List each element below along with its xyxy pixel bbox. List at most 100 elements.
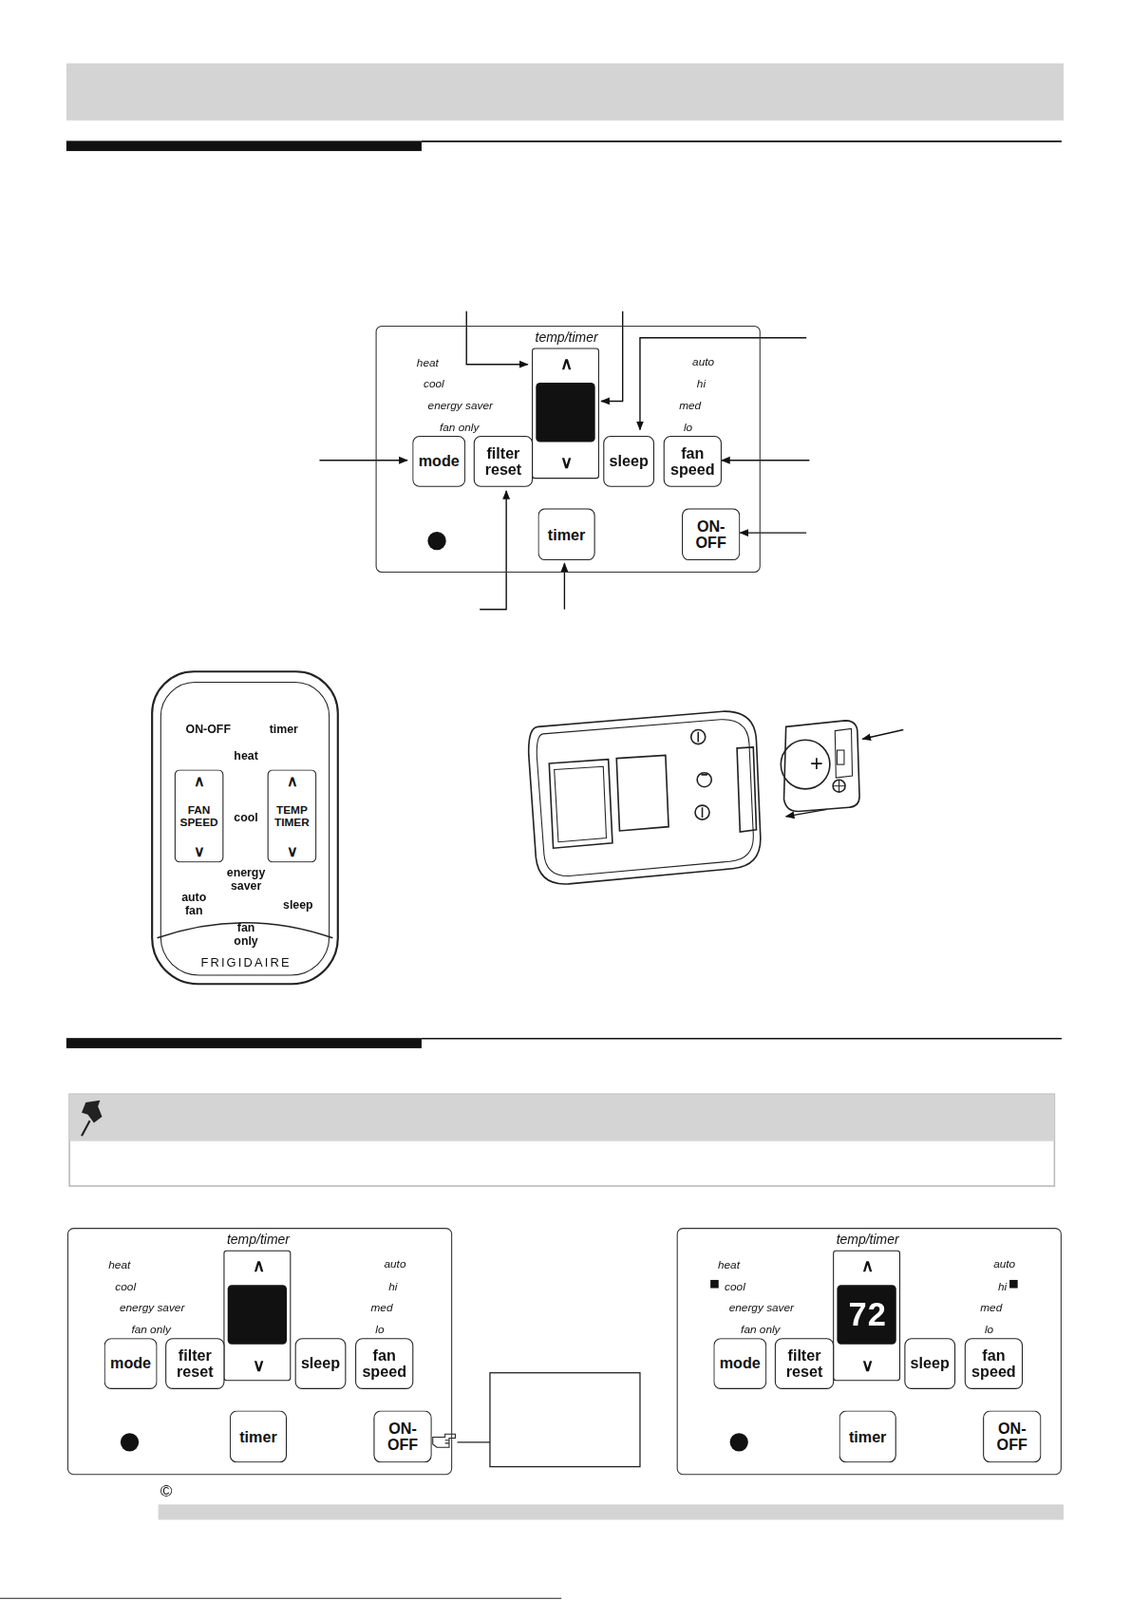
mode-indicator: [710, 1280, 719, 1289]
indicator-label: cool: [114, 1280, 136, 1293]
indicator-label: hi: [697, 377, 706, 391]
remote-control: ON-OFF timer heat cool energy saverauto fan s…: [150, 670, 340, 985]
mode-button: mode: [713, 1338, 767, 1390]
indicator-label: med: [371, 1300, 394, 1314]
button-label: mode: [110, 1356, 151, 1373]
timer-button: timer: [537, 508, 595, 561]
indicator-label: energy saver: [119, 1300, 185, 1314]
indicator-label: med: [678, 398, 701, 412]
button-label: timer: [547, 526, 585, 543]
button-label: filter reset: [474, 445, 532, 478]
header-bar: [66, 63, 1064, 121]
indicator-label: cool: [724, 1280, 746, 1293]
indicator-label: heat: [717, 1258, 740, 1271]
mode-button: mode: [104, 1338, 158, 1390]
indicator-label: hi: [388, 1280, 397, 1293]
indicator-label: auto: [383, 1257, 406, 1270]
display-window: [535, 382, 595, 442]
fan-indicator: [1009, 1280, 1018, 1289]
polarity-mark: +: [810, 752, 824, 775]
button-label: fan speed: [664, 445, 721, 478]
sleep-button: sleep: [295, 1338, 347, 1390]
timer-button: timer: [229, 1411, 287, 1464]
indicator-label: heat: [416, 356, 439, 369]
indicator-label: fan only: [740, 1322, 780, 1336]
sleep-button: sleep: [603, 435, 655, 488]
panel-text: energy saver: [217, 867, 275, 893]
panel-text: temp/timer: [535, 330, 599, 345]
pushpin-icon: [81, 1100, 102, 1137]
button-label: ON- OFF: [374, 1420, 431, 1453]
leader-lines: [319, 311, 904, 817]
note-header: [69, 1093, 1055, 1141]
panel-text: ∧: [861, 1257, 874, 1277]
indicator-label: med: [980, 1300, 1002, 1314]
panel-text: ON-OFF: [186, 722, 231, 736]
section-rule: [421, 140, 1062, 143]
sleep-button: sleep: [904, 1338, 956, 1390]
remote-back: [528, 711, 860, 885]
copyright-mark: ©: [160, 1483, 173, 1500]
panel-text: ∨: [560, 453, 573, 473]
section-bar: [66, 140, 422, 151]
mode-button: mode: [412, 435, 466, 488]
button-label: filter reset: [775, 1347, 833, 1380]
indicator-label: lo: [375, 1322, 384, 1336]
panel-text: ∧: [286, 772, 299, 790]
sensor-dot: [427, 531, 446, 550]
panel-text: temp/timer: [226, 1232, 290, 1247]
section-rule: [421, 1037, 1062, 1040]
callout-box: [490, 1373, 641, 1468]
fan-speed-button: fan speed: [964, 1338, 1023, 1390]
panel-text: sleep: [282, 898, 314, 912]
button-label: mode: [418, 452, 460, 470]
control-panel: heat cool energy saver fan only auto hi med lo t…: [376, 325, 761, 573]
power-button: ON- OFF: [982, 1411, 1041, 1464]
indicator-label: lo: [984, 1322, 994, 1336]
indicator-label: energy saver: [428, 398, 493, 412]
panel-text: heat: [233, 749, 258, 763]
indicator-label: fan only: [439, 420, 479, 434]
indicator-label: heat: [108, 1258, 131, 1271]
indicator-label: cool: [423, 377, 445, 391]
panel-text: FRIGIDAIRE: [200, 957, 291, 971]
button-label: ON- OFF: [682, 518, 739, 551]
fan-speed-button: fan speed: [663, 435, 722, 488]
sensor-dot: [730, 1432, 749, 1452]
panel-text: cool: [233, 810, 258, 825]
sensor-dot: [120, 1432, 139, 1452]
indicator-label: energy saver: [729, 1300, 794, 1314]
indicator-label: lo: [683, 420, 693, 434]
panel-text: ∨: [286, 843, 299, 860]
display-window: [227, 1284, 287, 1344]
button-label: sleep: [910, 1356, 950, 1373]
remote-rocker: ∧ TEMP TIMER ∨: [267, 769, 318, 863]
control-panel: heatcoolenergy saverfan onlyautohimedlot…: [67, 1227, 453, 1475]
panel-text: ∧: [193, 772, 206, 790]
leader-line: [457, 1441, 491, 1443]
button-label: fan speed: [965, 1347, 1022, 1380]
panel-text: fan only: [226, 922, 267, 948]
panel-text: ∨: [193, 843, 206, 860]
filter-reset-button: filter reset: [165, 1338, 225, 1390]
section-bar: [66, 1037, 422, 1049]
indicator-label: auto: [692, 355, 715, 368]
temp-display: temp/timer∧∨: [223, 1250, 291, 1382]
panel-text: timer: [269, 722, 299, 736]
indicator-label: auto: [993, 1257, 1016, 1270]
power-button: ON- OFF: [373, 1411, 432, 1464]
panel-text: 72: [848, 1298, 886, 1335]
panel-text: TEMP TIMER: [270, 804, 314, 829]
power-button: ON- OFF: [681, 508, 740, 561]
button-label: mode: [719, 1356, 761, 1373]
button-label: sleep: [301, 1356, 340, 1373]
panel-text: FAN SPEED: [177, 804, 221, 829]
page-edge-rule: [0, 1598, 562, 1600]
note-box: [69, 1093, 1055, 1187]
remote-rocker: ∧ FAN SPEED ∨: [174, 769, 225, 863]
panel-text: ∧: [252, 1257, 265, 1277]
panel-text: auto fan: [173, 891, 215, 918]
control-panel: heatcoolenergy saverfan onlyautohimedlot…: [677, 1227, 1062, 1475]
temp-display: temp/timer∧72∨: [832, 1250, 901, 1382]
temp-display: temp/timer∧∨: [531, 348, 600, 480]
